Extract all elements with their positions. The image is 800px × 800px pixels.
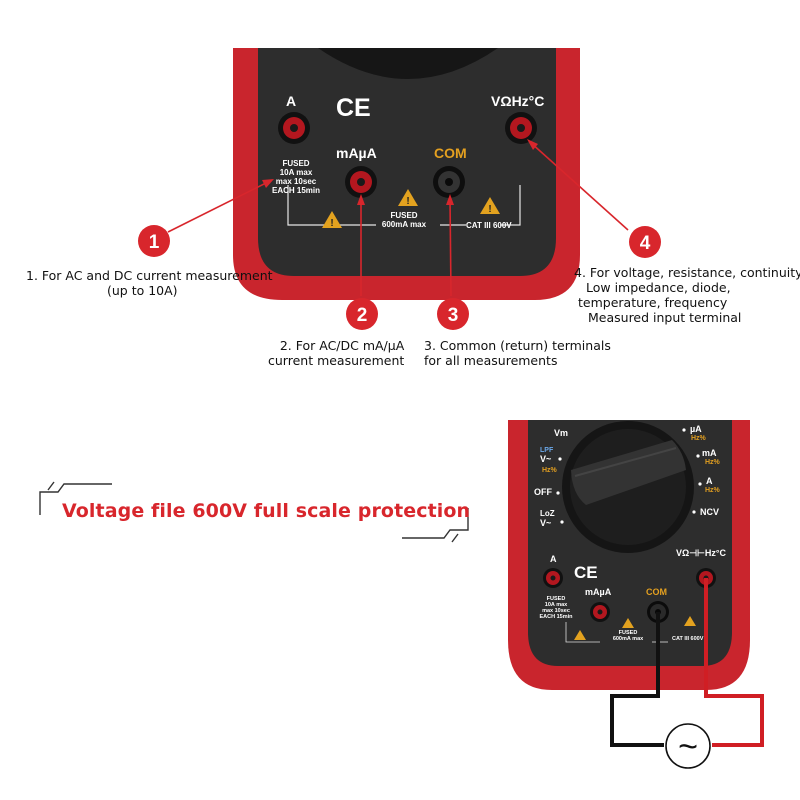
annotation-1: 1. For AC and DC current measurement (up… — [26, 268, 273, 298]
test-lead-red — [704, 578, 764, 747]
bottom-rotary-dial — [562, 421, 694, 553]
dial-label-vm: Vm — [554, 428, 568, 438]
annotation-4-line-3: temperature, frequency — [578, 295, 728, 310]
bottom-jack-mauA — [590, 602, 610, 622]
bottom-cat-rating: CAT III 600V — [672, 636, 704, 642]
bottom-jack-a — [543, 568, 563, 588]
top-meter-dial — [318, 48, 498, 79]
headline-bracket-right — [402, 508, 469, 543]
marker-1: 1 — [138, 225, 170, 257]
ac-source-symbol: ~ — [665, 723, 711, 769]
marker-3: 3 — [437, 298, 469, 330]
annotation-2-line-2: current measurement — [268, 353, 405, 368]
bottom-label-com: COM — [646, 587, 667, 597]
marker-1-number: 1 — [149, 232, 160, 253]
bottom-fused-ma-line-2: 600mA max — [613, 636, 644, 642]
dial-label-loz: LoZ — [540, 509, 555, 518]
annotation-4-line-2: Low impedance, diode, — [586, 280, 731, 295]
dial-label-lpf: LPF — [540, 447, 554, 454]
top-ce-mark: CE — [336, 94, 371, 122]
marker-4: 4 — [629, 226, 661, 258]
annotation-4: 4. For voltage, resistance, continuity, … — [574, 265, 800, 325]
dial-label-v-ac: V~ — [540, 454, 551, 464]
top-fused-ma-line-1: FUSED — [390, 211, 417, 220]
top-cat-rating: CAT III 600V — [466, 221, 512, 230]
top-warning-icon: ! — [480, 197, 500, 215]
annotation-2-line-1: 2. For AC/DC mA/µA — [279, 338, 405, 353]
bottom-warning-icon — [574, 630, 586, 640]
annotation-3-line-1: 3. Common (return) terminals — [424, 338, 611, 353]
dial-label-off: OFF — [534, 487, 552, 497]
annotation-4-line-4: Measured input terminal — [588, 310, 742, 325]
bottom-fused-a-line-4: EACH 15min — [539, 614, 573, 620]
annotation-1-line-1: 1. For AC and DC current measurement — [26, 268, 273, 283]
annotation-2: 2. For AC/DC mA/µA current measurement — [268, 338, 404, 368]
top-label-com: COM — [434, 145, 467, 161]
top-fused-a-line-2: 10A max — [280, 168, 313, 177]
dial-label-hz-3: Hz% — [705, 487, 721, 494]
top-fused-ma-line-2: 600mA max — [382, 220, 427, 229]
annotation-3-line-2: for all measurements — [424, 353, 558, 368]
dial-label-ua: µA — [690, 424, 702, 434]
dial-label-v-loz: V~ — [540, 518, 551, 528]
bottom-fused-a-line-1: FUSED — [547, 596, 566, 602]
dial-label-ncv: NCV — [700, 507, 719, 517]
top-fused-a-line-3: max 10sec — [276, 177, 317, 186]
marker-3-number: 3 — [448, 305, 459, 326]
top-warning-icon: ! — [398, 189, 418, 207]
dial-label-hz-left: Hz% — [542, 467, 558, 474]
dial-label-hz-2: Hz% — [705, 459, 721, 466]
top-warning-icon: ! — [322, 211, 342, 229]
svg-text:~: ~ — [678, 728, 698, 766]
bottom-label-a: A — [550, 554, 557, 564]
annotation-1-line-2: (up to 10A) — [107, 283, 178, 298]
top-jack-a — [278, 112, 310, 144]
svg-text:!: ! — [406, 196, 409, 207]
marker-2: 2 — [346, 298, 378, 330]
dial-label-hz-1: Hz% — [691, 435, 707, 442]
bottom-warning-icon — [622, 618, 634, 628]
marker-2-number: 2 — [357, 305, 368, 326]
top-label-mauA: mAµA — [336, 145, 377, 161]
bottom-fused-ma-line-1: FUSED — [619, 630, 638, 636]
top-jack-v — [505, 112, 537, 144]
annotation-4-line-1: 4. For voltage, resistance, continuity, — [574, 265, 800, 280]
svg-text:!: ! — [330, 218, 333, 229]
top-jack-com — [433, 166, 465, 198]
top-label-v: VΩHz°C — [491, 93, 544, 109]
headline: Voltage file 600V full scale protection — [62, 500, 471, 522]
top-label-a: A — [286, 93, 296, 109]
top-fused-a-line-4: EACH 15min — [272, 186, 320, 195]
bottom-ce-mark: CE — [574, 563, 598, 582]
bottom-label-v: VΩ⊣⊢Hz°C — [676, 548, 726, 558]
test-lead-black — [610, 612, 664, 747]
top-fused-a-line-1: FUSED — [282, 159, 309, 168]
dial-label-ma: mA — [702, 448, 717, 458]
annotation-3: 3. Common (return) terminals for all mea… — [424, 338, 611, 368]
bottom-fused-a-line-2: 10A max — [545, 602, 568, 608]
dial-label-a: A — [706, 476, 713, 486]
marker-4-number: 4 — [640, 233, 651, 254]
top-jack-mauA — [345, 166, 377, 198]
bottom-label-mauA: mAµA — [585, 587, 612, 597]
headline-bracket-left — [39, 481, 112, 515]
bottom-fused-a-line-3: max 10sec — [542, 608, 570, 614]
bottom-warning-icon — [684, 616, 696, 626]
svg-text:!: ! — [488, 204, 491, 215]
